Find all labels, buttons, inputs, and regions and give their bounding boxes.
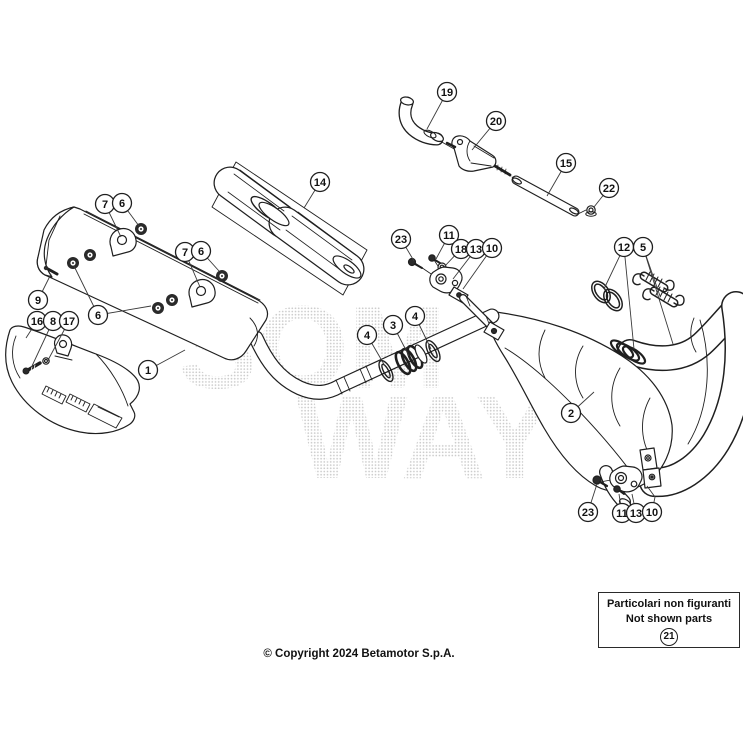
svg-text:3: 3 <box>390 320 396 332</box>
not-shown-parts-box: Particolari non figuranti Not shown part… <box>598 592 740 648</box>
exhaust-gasket-rings <box>591 280 623 312</box>
callout-22: 22 <box>593 177 620 208</box>
callout-6: 6 <box>111 192 140 227</box>
svg-text:7: 7 <box>182 247 188 259</box>
callout-4: 4 <box>356 324 386 367</box>
callout-14: 14 <box>303 171 331 209</box>
mount-bracket <box>109 227 137 257</box>
svg-text:5: 5 <box>640 242 646 254</box>
rubber-elbow <box>398 96 444 146</box>
clevis-joint <box>445 135 512 177</box>
copyright-text: © Copyright 2024 Betamotor S.p.A. <box>263 648 455 660</box>
link-pipe <box>248 308 500 400</box>
svg-text:16: 16 <box>31 316 43 328</box>
svg-text:23: 23 <box>582 507 594 519</box>
svg-text:17: 17 <box>63 316 75 328</box>
not-shown-title-english: Not shown parts <box>625 612 713 625</box>
linkage-rod <box>511 175 580 217</box>
svg-text:4: 4 <box>364 330 371 342</box>
svg-text:1: 1 <box>145 365 151 377</box>
callout-23: 23 <box>390 228 415 262</box>
svg-text:8: 8 <box>50 316 56 328</box>
callout-6: 6 <box>73 265 152 326</box>
svg-text:7: 7 <box>102 199 108 211</box>
callout-12: 12 <box>603 236 635 350</box>
callout-20: 20 <box>471 110 507 151</box>
callout-10: 10 <box>462 237 503 290</box>
svg-text:9: 9 <box>35 295 41 307</box>
svg-text:10: 10 <box>646 507 658 519</box>
baffle-insert <box>211 161 368 296</box>
callout-10: 10 <box>641 485 663 523</box>
heat-shield <box>5 325 140 435</box>
callout-4: 4 <box>404 305 432 350</box>
svg-text:18: 18 <box>455 244 467 256</box>
callout-21: 21 <box>660 627 678 646</box>
callout-9: 9 <box>27 273 52 311</box>
mount-bracket <box>188 278 216 308</box>
header-pipe-elbow <box>609 291 743 498</box>
svg-text:2: 2 <box>568 408 574 420</box>
callout-13: 13 <box>625 493 647 524</box>
svg-text:23: 23 <box>395 234 407 246</box>
callout-11: 11 <box>435 224 460 260</box>
svg-text:6: 6 <box>95 310 101 322</box>
callout-3: 3 <box>382 314 410 357</box>
svg-text:13: 13 <box>470 244 482 256</box>
callout-1: 1 <box>137 349 186 381</box>
callout-23: 23 <box>577 483 599 523</box>
callout-8: 8 <box>31 310 64 367</box>
coupling-sleeve <box>609 339 647 365</box>
svg-text:15: 15 <box>560 158 572 170</box>
callout-19: 19 <box>426 81 458 130</box>
callout-5: 5 <box>632 236 674 345</box>
svg-text:12: 12 <box>618 242 630 254</box>
shield-bolt <box>22 361 42 375</box>
callout-2: 2 <box>560 391 595 424</box>
svg-text:20: 20 <box>490 116 502 128</box>
svg-text:19: 19 <box>441 87 453 99</box>
svg-text:6: 6 <box>198 246 204 258</box>
small-screw <box>43 265 59 276</box>
svg-text:10: 10 <box>486 243 498 255</box>
callout-15: 15 <box>546 152 577 197</box>
svg-text:11: 11 <box>443 230 455 242</box>
exhaust-springs <box>632 271 685 308</box>
muffler-mounts-and-brackets <box>43 223 228 314</box>
svg-text:22: 22 <box>603 183 615 195</box>
svg-text:14: 14 <box>314 177 327 189</box>
valve-linkage <box>398 96 597 217</box>
rubber-grommet <box>67 223 228 314</box>
lower-mount-hardware <box>592 447 662 495</box>
muffler-silencer <box>36 206 269 361</box>
svg-text:6: 6 <box>119 198 125 210</box>
callout-13: 13 <box>452 238 487 280</box>
upper-mount-hardware <box>407 254 505 341</box>
svg-text:4: 4 <box>412 311 419 323</box>
callout-17: 17 <box>46 310 80 363</box>
not-shown-title-italian: Particolari non figuranti <box>606 598 732 610</box>
callout-18: 18 <box>443 238 472 268</box>
pipe-orings-and-coupling <box>378 339 441 383</box>
svg-text:13: 13 <box>630 508 642 520</box>
callout-6: 6 <box>190 240 220 272</box>
svg-text:11: 11 <box>616 508 628 520</box>
lock-nut <box>585 205 597 217</box>
